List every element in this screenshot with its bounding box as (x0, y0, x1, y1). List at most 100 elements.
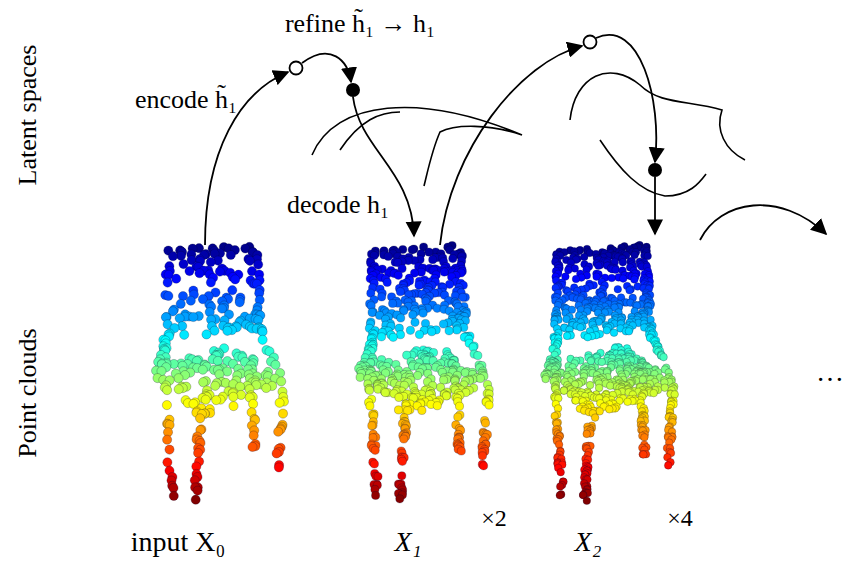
decode-arrow (654, 177, 656, 234)
cloud-point (481, 419, 489, 427)
cloud-point (418, 406, 426, 414)
cloud-point (384, 252, 392, 260)
cloud-point (411, 318, 419, 326)
cloud-point (598, 358, 606, 366)
cloud-point (365, 386, 373, 394)
cloud-point (608, 274, 616, 282)
cloud-point (249, 399, 258, 408)
cloud-point (394, 271, 402, 279)
cloud-point (572, 275, 580, 283)
cloud-point (650, 389, 658, 397)
cloud-point (383, 278, 391, 286)
cloud-point (640, 451, 648, 459)
cloud-point (368, 422, 376, 430)
latent-surface (570, 73, 745, 160)
latent-surface (340, 112, 400, 150)
cloud-point (583, 497, 591, 505)
cloud-point (619, 275, 627, 283)
cloud-point (664, 462, 672, 470)
row-label: Latent spaces (15, 45, 41, 186)
cloud-point (172, 274, 181, 283)
cloud-point (397, 314, 405, 322)
cloud-point (262, 383, 271, 392)
point-clouds (152, 241, 679, 504)
cloud-point (189, 312, 198, 321)
cloud-point (583, 430, 591, 438)
cloud-point (377, 333, 385, 341)
cloud-point (474, 351, 482, 359)
latent-code-open (584, 36, 597, 49)
cloud-point (226, 250, 235, 259)
upsample-factor: ×4 (667, 506, 693, 530)
cloud-point (480, 462, 488, 470)
cloud-point (398, 457, 406, 465)
cloud-point (443, 392, 451, 400)
cloud-point (257, 327, 266, 336)
cloud-point (556, 483, 564, 491)
cloud-point (660, 353, 668, 361)
continuation-dots: … (816, 358, 844, 386)
cloud-point (429, 256, 437, 264)
cloud-point (542, 375, 550, 383)
cloud-point (415, 330, 423, 338)
cloud-point (370, 460, 378, 468)
cloud-point (199, 378, 208, 387)
cloud-point (619, 258, 627, 266)
cloud-point (408, 246, 416, 254)
cloud-point (614, 285, 622, 293)
cloud-point (595, 262, 603, 270)
cloud-point (245, 256, 254, 265)
cloud-point (560, 387, 568, 395)
latent-code-refined (346, 83, 360, 97)
cloud-point (394, 406, 402, 414)
cloud-point (372, 491, 380, 499)
cloud-point (374, 472, 382, 480)
cloud-point (162, 401, 171, 410)
cloud-point (366, 402, 374, 410)
cloud-point (168, 252, 177, 261)
latent-surface (312, 73, 745, 196)
cloud-point (180, 330, 189, 339)
cloud-point (278, 409, 287, 418)
cloud-point (193, 486, 202, 495)
cloud-point (640, 375, 648, 383)
step-label: decode h₁ (287, 192, 389, 218)
cloud-point (572, 397, 580, 405)
cloud-point (476, 374, 484, 382)
cloud-point (624, 398, 632, 406)
encode-arrow (440, 46, 582, 245)
latent-code-open (290, 62, 303, 75)
cloud-point (606, 382, 614, 390)
cloud-point (169, 491, 178, 500)
cloud-point (626, 287, 634, 295)
arrows (205, 35, 826, 245)
cloud-point (603, 327, 611, 335)
cloud-point (371, 446, 379, 454)
cloud-name: X₁ (395, 528, 422, 556)
cloud-point (229, 402, 238, 411)
cloud-point (196, 414, 205, 423)
cloud-point (639, 376, 647, 384)
cloud-point (415, 281, 423, 289)
cloud-point (275, 398, 284, 407)
cloud-point (381, 388, 389, 396)
cloud-point (231, 275, 240, 284)
step-label: refine h̃₁ → h₁ (285, 11, 435, 37)
cloud-point (440, 268, 448, 276)
cloud-point (419, 309, 427, 317)
cloud-point (588, 356, 596, 364)
cloud-point (563, 332, 571, 340)
cloud-point (163, 386, 172, 395)
cloud-point (258, 335, 267, 344)
row-label: Point clouds (15, 328, 41, 457)
cloud-point (641, 434, 649, 442)
cloud-point (577, 324, 585, 332)
cloud-point (163, 458, 172, 467)
cloud-point (389, 299, 397, 307)
cloud-point (396, 495, 404, 503)
latent-code-refined (648, 163, 662, 177)
cloud-point (186, 296, 195, 305)
cloud-point (223, 326, 232, 335)
